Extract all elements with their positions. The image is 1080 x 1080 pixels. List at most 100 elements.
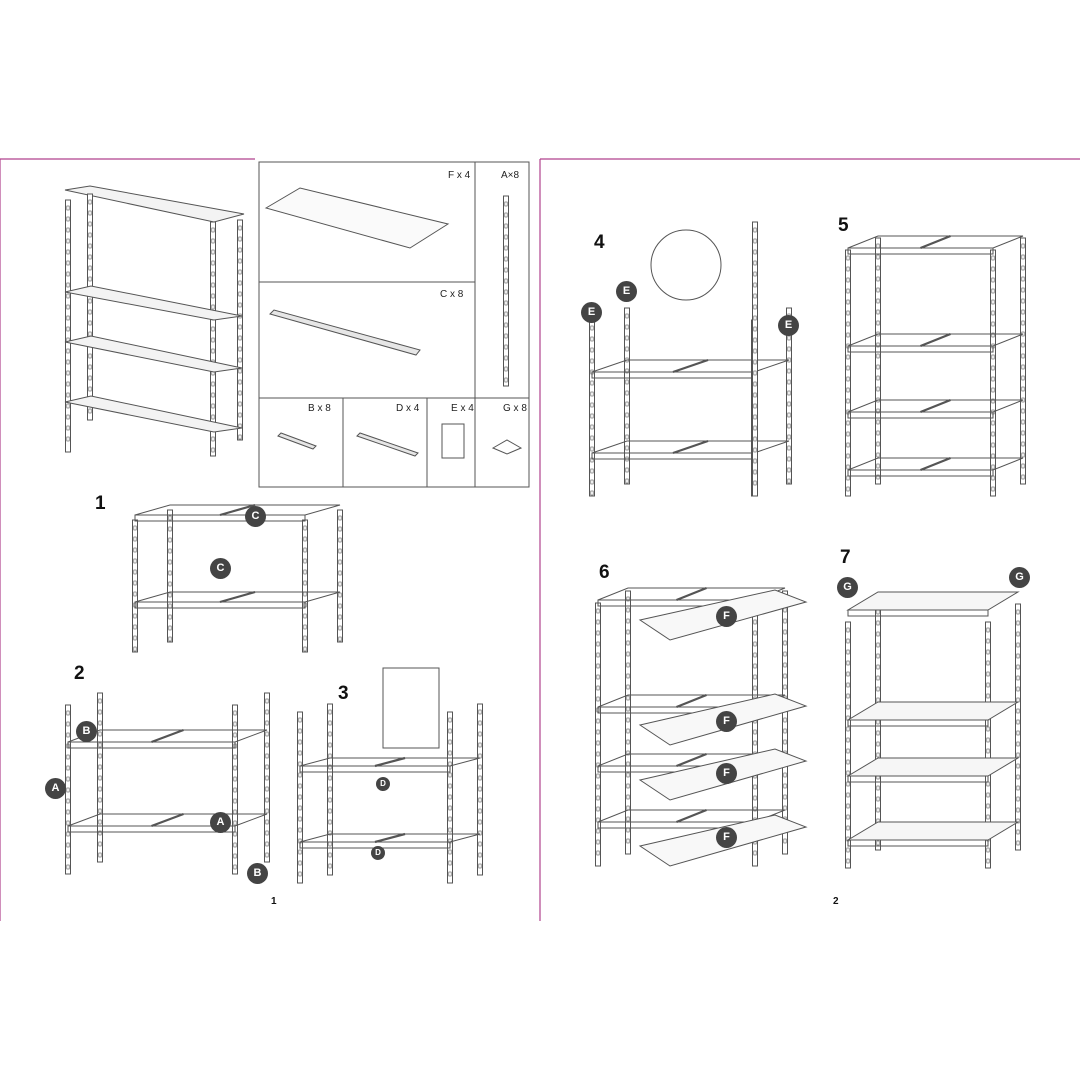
- step5-frame-post-back-right-slot: [1021, 254, 1025, 260]
- step5-frame-shelf-2-front: [847, 345, 994, 353]
- step2-frame-post-back-right-slot: [265, 731, 269, 737]
- step7-frame-post-back-right-slot: [1016, 818, 1020, 824]
- step6-frame-post-front-right-slot: [753, 674, 757, 680]
- step5-frame-post-back-right-slot: [1021, 353, 1025, 359]
- step1-frame-post-front-left-slot: [133, 591, 137, 597]
- step3-frame-post-back-right-slot: [478, 764, 482, 770]
- step1-frame-post-back-left: [167, 509, 173, 643]
- step5-frame-post-front-right-slot: [991, 354, 995, 360]
- step4-frame-shelf-1-center-bar: [672, 358, 709, 374]
- overview-shelf-post-br-slot: [238, 368, 242, 374]
- overview-shelf-post-fr-slot: [211, 337, 215, 343]
- step6-frame-post-back-left-slot: [626, 706, 630, 712]
- step6-frame-post-front-left-slot: [596, 619, 600, 625]
- step5-frame-post-front-right-slot: [991, 266, 995, 272]
- step5-frame-post-back-right-slot: [1021, 320, 1025, 326]
- step4-frame-post-front-left-slot: [590, 358, 594, 364]
- step5-frame-post-front-left-slot: [846, 310, 850, 316]
- callout-f-step6-1: F: [716, 606, 737, 627]
- step6-frame-post-front-right-slot: [753, 740, 757, 746]
- overview-shelf-post-fl-slot: [66, 271, 70, 277]
- step6-frame-post-back-left-slot: [626, 596, 630, 602]
- part-label-a: A×8: [501, 170, 520, 181]
- step7-frame-post-front-left-slot: [846, 825, 850, 831]
- step4-frame-post-back-left-slot: [625, 313, 629, 319]
- step2-frame-post-back-left-slot: [98, 808, 102, 814]
- step6-frame-post-back-left-slot: [626, 772, 630, 778]
- step7-frame-post-front-right-slot: [986, 693, 990, 699]
- step4-tall-post-slot: [753, 326, 757, 332]
- step7-frame-post-front-right-slot: [986, 660, 990, 666]
- step5-frame-post-back-left-slot: [876, 243, 880, 249]
- step2-frame-post-back-right-slot: [265, 797, 269, 803]
- step5-frame-post-front-right-slot: [991, 321, 995, 327]
- step7-frame-post-back-right-slot: [1016, 730, 1020, 736]
- step1-frame-post-back-right-slot: [338, 614, 342, 620]
- step1-frame-post-back-left-slot: [168, 559, 172, 565]
- step5-frame-post-back-left-slot: [876, 364, 880, 370]
- step3-frame-post-front-right-slot: [448, 717, 452, 723]
- step2-frame-post-front-left-slot: [66, 776, 70, 782]
- step5-frame-post-front-left-slot: [846, 464, 850, 470]
- overview-shelf-post-fr-slot: [211, 227, 215, 233]
- step4-frame-post-back-left-slot: [625, 335, 629, 341]
- step2-frame-post-back-left-slot: [98, 797, 102, 803]
- step7-frame-shelf-4-front: [847, 839, 989, 847]
- step4-frame-post-back-left-slot: [625, 478, 629, 484]
- step3-frame-post-front-left-slot: [298, 871, 302, 877]
- step4-tall-post-slot: [753, 392, 757, 398]
- step7-frame-post-back-right-slot: [1016, 664, 1020, 670]
- step4-frame-post-back-left-slot: [625, 412, 629, 418]
- step2-frame-post-back-right-slot: [265, 753, 269, 759]
- step7-frame-post-front-left-slot: [846, 627, 850, 633]
- step5-frame-shelf-3-front: [847, 411, 994, 419]
- step6-frame-post-front-left-slot: [596, 740, 600, 746]
- callout-g-step7-right: G: [1009, 567, 1030, 588]
- step5-frame-post-front-right-slot: [991, 299, 995, 305]
- step4-tall-post-slot: [753, 315, 757, 321]
- step6-frame-post-front-right-slot: [753, 619, 757, 625]
- step4-frame-post-back-left-slot: [625, 401, 629, 407]
- step3-frame-post-front-right-slot: [448, 871, 452, 877]
- step6-frame-post-back-right-slot: [783, 640, 787, 646]
- overview-shelf-post-bl-slot: [88, 331, 92, 337]
- step6-frame-post-back-right-slot: [783, 717, 787, 723]
- step6-frame-post-front-right-slot: [753, 850, 757, 856]
- step5-frame-post-back-right-slot: [1021, 364, 1025, 370]
- step1-frame-post-front-left-slot: [133, 613, 137, 619]
- overview-shelf-post-bl-slot: [88, 309, 92, 315]
- step5-frame-post-front-right-slot: [991, 288, 995, 294]
- step7-frame-post-front-right-slot: [986, 814, 990, 820]
- step5-frame-post-front-left-slot: [846, 299, 850, 305]
- step4-frame-post-back-right-slot: [787, 379, 791, 385]
- step3-frame-post-front-left-slot: [298, 783, 302, 789]
- step4-frame-shelf-1-front: [591, 371, 755, 379]
- step6-frame-post-front-left-slot: [596, 641, 600, 647]
- step2-frame-shelf-2-front: [67, 825, 236, 833]
- step4-frame-post-back-left-slot: [625, 379, 629, 385]
- step5-frame-post-front-left-slot: [846, 398, 850, 404]
- step5-frame-post-back-right-slot: [1021, 441, 1025, 447]
- step6-frame-post-front-right-slot: [753, 795, 757, 801]
- step5-frame-post-back-left-slot: [876, 430, 880, 436]
- callout-a-step2-left: A: [45, 778, 66, 799]
- part-b-beam: [277, 432, 317, 450]
- step5-frame-post-front-left-slot: [846, 332, 850, 338]
- step5-frame-post-back-left-slot: [876, 474, 880, 480]
- step2-frame-post-front-left-slot: [66, 787, 70, 793]
- step6-frame-post-back-left-slot: [626, 717, 630, 723]
- step7-frame-post-back-left: [875, 603, 881, 851]
- overview-shelf-post-fl-slot: [66, 348, 70, 354]
- part-label-g: G x 8: [503, 403, 527, 414]
- step6-frame-post-front-left-slot: [596, 784, 600, 790]
- step7-frame-post-front-left-slot: [846, 792, 850, 798]
- callout-e-step4-left: E: [581, 302, 602, 323]
- step2-frame-post-front-right-slot: [233, 776, 237, 782]
- step7-frame-post-back-right-slot: [1016, 796, 1020, 802]
- step5-frame-post-front-left-slot: [846, 288, 850, 294]
- step5-frame-post-front-right-slot: [991, 442, 995, 448]
- step7-frame-post-front-right-slot: [986, 847, 990, 853]
- overview-shelf-post-fl-slot: [66, 425, 70, 431]
- step1-frame-post-front-right-slot: [303, 580, 307, 586]
- step3-frame-post-back-right-slot: [478, 830, 482, 836]
